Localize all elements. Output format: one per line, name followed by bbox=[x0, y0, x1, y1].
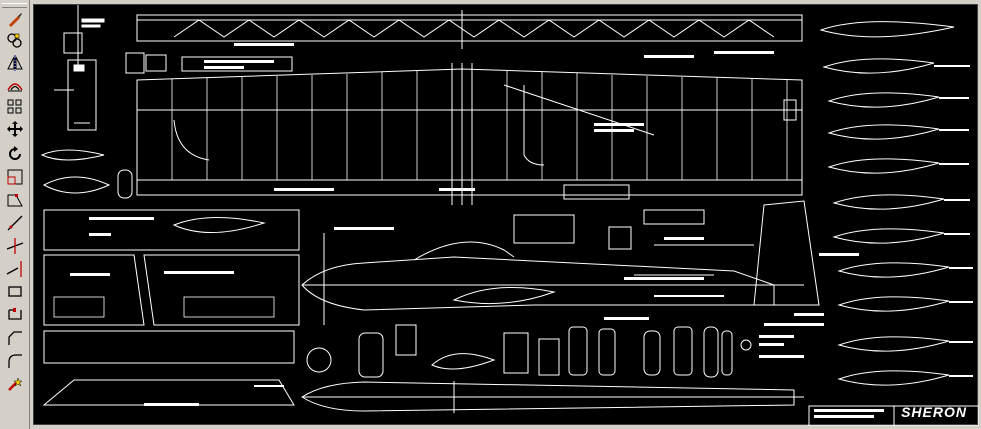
extend-icon[interactable] bbox=[3, 258, 26, 279]
match-properties-icon[interactable] bbox=[3, 8, 26, 29]
scale-icon[interactable] bbox=[3, 166, 26, 187]
cad-drawing bbox=[40, 5, 979, 426]
drawing-canvas[interactable]: SHERON bbox=[33, 4, 979, 426]
copy-object-icon[interactable] bbox=[3, 30, 26, 51]
move-icon[interactable] bbox=[3, 118, 26, 139]
fillet-icon[interactable] bbox=[3, 350, 26, 371]
offset-icon[interactable] bbox=[3, 74, 26, 95]
array-icon[interactable] bbox=[3, 96, 26, 117]
stretch-icon[interactable] bbox=[3, 189, 26, 210]
title-block bbox=[808, 405, 979, 426]
modify-toolbar bbox=[0, 0, 30, 429]
chamfer-icon[interactable] bbox=[3, 327, 26, 348]
wing-spar-truss bbox=[136, 10, 803, 49]
explode-icon[interactable] bbox=[3, 373, 26, 394]
break-icon[interactable] bbox=[3, 304, 26, 325]
wing-plan-view bbox=[136, 63, 803, 205]
title-block-label: SHERON bbox=[901, 404, 967, 420]
fuselage-top-view bbox=[301, 381, 804, 413]
lengthen-icon[interactable] bbox=[3, 212, 26, 233]
mirror-icon[interactable] bbox=[3, 52, 26, 73]
rotate-icon[interactable] bbox=[3, 143, 26, 164]
top-left-detail bbox=[54, 5, 105, 131]
wing-labels bbox=[125, 43, 774, 191]
toolbar-grip[interactable] bbox=[2, 3, 27, 8]
left-parts bbox=[40, 149, 300, 406]
break-at-point-icon[interactable] bbox=[3, 281, 26, 302]
airfoil-ribs bbox=[819, 21, 973, 386]
components bbox=[306, 184, 804, 378]
fuselage-side-view bbox=[301, 200, 824, 326]
trim-icon[interactable] bbox=[3, 235, 26, 256]
